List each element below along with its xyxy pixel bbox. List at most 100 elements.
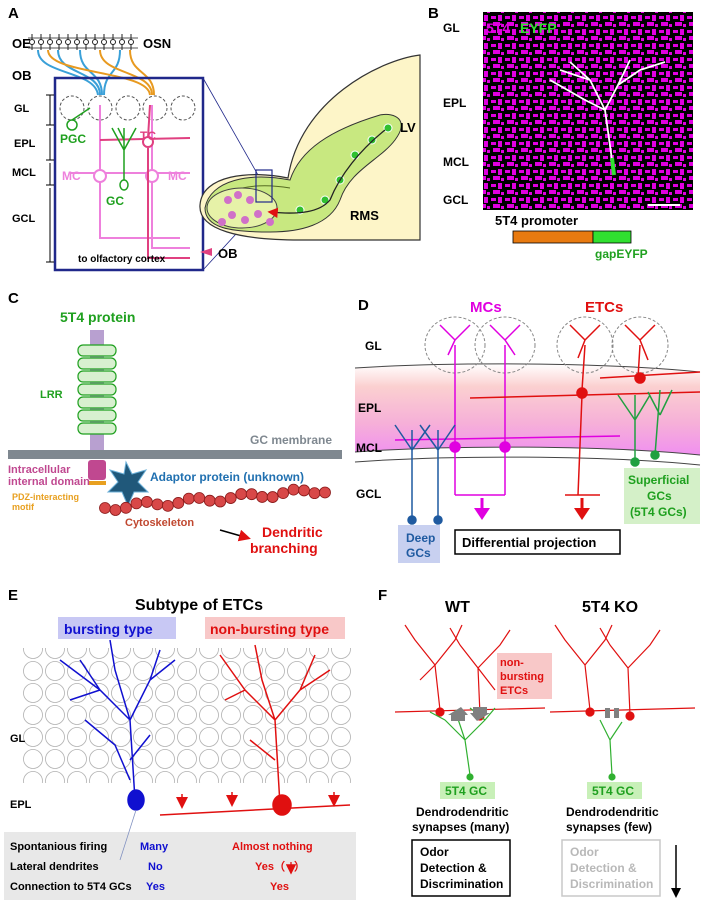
panel-c-letter: C	[8, 290, 19, 307]
svg-text:GCL: GCL	[443, 193, 468, 207]
nonbursting-box	[205, 617, 345, 639]
label-oe: OE	[12, 36, 31, 51]
cytoskeleton-bead	[277, 487, 289, 500]
projection-box	[454, 529, 621, 555]
svg-text:to olfactory cortex: to olfactory cortex	[78, 254, 166, 265]
cytoskeleton-bead	[161, 499, 174, 512]
sup-label-2: GCs	[647, 489, 672, 503]
layer-line-1	[354, 363, 701, 373]
svg-text:GC: GC	[106, 194, 124, 208]
branching-arrow	[219, 529, 251, 542]
glomeruli	[59, 95, 196, 121]
nonbursting-etcs-box	[497, 653, 552, 699]
osn-soma	[83, 39, 89, 45]
deep-gcs-label-2: GCs	[406, 546, 431, 560]
gc-membrane	[8, 450, 342, 459]
osn-soma	[47, 39, 53, 45]
brain-sketch	[199, 54, 421, 241]
etc-cells-d	[469, 324, 701, 496]
adaptor-label: Adaptor protein (unknown)	[150, 470, 304, 484]
osn-soma	[128, 39, 134, 45]
panel-e-gl: GL	[10, 733, 26, 745]
sup-label-3: (5T4 GCs)	[630, 505, 687, 519]
svg-text:GCL: GCL	[12, 213, 36, 225]
nb-label-2: bursting	[500, 671, 544, 683]
pdz-motif	[88, 481, 106, 485]
label-osn: OSN	[143, 36, 171, 51]
panel-f: F WT 5T4 KO non- bursting ETCs	[378, 587, 696, 898]
lrr-label: LRR	[40, 389, 63, 401]
layer-brackets	[46, 94, 54, 263]
panel-a-cell-labels: PGC TC MC MC GC to olfactory cortex	[60, 129, 187, 265]
ko-dd-1: Dendrodendritic	[566, 805, 659, 819]
nonbursting-etc	[159, 644, 351, 816]
svg-text:MC: MC	[62, 169, 81, 183]
cytoskeleton-bead	[182, 492, 195, 505]
promoter-label: 5T4 promoter	[495, 213, 578, 228]
osn-soma	[110, 39, 116, 45]
ko-odor-3: Discrimination	[570, 877, 653, 891]
panel-b: B 5T4 EYFP GL EPL MCL GCL 5T4 promoter g…	[428, 5, 693, 261]
panel-c: C 5T4 protein LRR GC membrane Intracellu…	[8, 290, 342, 556]
panel-a-brain-labels: LV RMS OB	[218, 120, 416, 261]
osn-soma	[92, 39, 98, 45]
svg-text:GCL: GCL	[356, 487, 381, 501]
cytoskeleton-label: Cytoskeleton	[125, 517, 194, 529]
svg-text:MCL: MCL	[12, 167, 36, 179]
svg-text:GL: GL	[365, 339, 382, 353]
bursting-etc	[59, 639, 176, 811]
label-eyfp: EYFP	[520, 20, 557, 36]
cytoskeleton-bead	[287, 483, 300, 496]
mitral-cells-d	[394, 324, 621, 496]
cytoskeleton-bead	[172, 497, 185, 509]
micrograph	[483, 12, 693, 210]
cytoskeleton-bead	[193, 492, 206, 504]
wt-title: WT	[445, 599, 470, 616]
superficial-gcs	[617, 389, 673, 467]
ko-gc	[599, 719, 623, 781]
bursting-box	[58, 617, 176, 639]
panel-e-title: Subtype of ETCs	[135, 597, 263, 614]
ko-title: 5T4 KO	[582, 599, 638, 616]
periglomerular-cell	[66, 107, 91, 131]
cytoskeleton-bead	[319, 486, 331, 499]
panel-e-epl: EPL	[10, 799, 32, 811]
panel-d-layers: GL EPL MCL GCL	[356, 339, 382, 501]
panel-a: A OE OSN OB GL EPL MCL G	[8, 5, 421, 272]
cytoskeleton-bead	[141, 496, 153, 508]
svg-text:Lateral dendrites: Lateral dendrites	[10, 861, 99, 873]
osn-cells	[29, 34, 134, 50]
nb-label-1: non-	[500, 657, 524, 669]
wt-gc-label: 5T4 GC	[445, 784, 487, 798]
intracellular-label-1: Intracellular	[8, 464, 71, 476]
gapeyfp-bar	[592, 230, 632, 244]
pdz-label-2: motif	[12, 502, 35, 512]
labeled-neuron	[549, 59, 666, 161]
svg-text:OB: OB	[218, 246, 238, 261]
promoter-bar	[512, 230, 594, 244]
nonbursting-label: non-bursting type	[210, 621, 329, 637]
panel-b-layers: GL EPL MCL GCL	[443, 21, 469, 207]
mcs-title: MCs	[470, 299, 502, 316]
projection-label: Differential projection	[462, 535, 596, 550]
panel-d: D MCs ETCs	[354, 297, 701, 563]
bursting-label: bursting type	[64, 621, 153, 637]
cytoskeleton-bead	[151, 498, 164, 511]
panel-d-letter: D	[358, 297, 369, 314]
svg-text:EPL: EPL	[358, 401, 381, 415]
svg-text:TC: TC	[140, 129, 156, 143]
dendritic-label-1: Dendritic	[262, 524, 323, 540]
wt-odor-3: Discrimination	[420, 877, 503, 891]
ko-dd-2: synapses (few)	[566, 820, 652, 834]
sup-label-1: Superficial	[628, 473, 689, 487]
ob-box	[53, 76, 205, 272]
osn-soma	[38, 39, 44, 45]
cytoskeleton-bead	[308, 487, 321, 500]
cytoskeleton-bead	[224, 492, 237, 504]
cytoskeleton-bead	[298, 484, 310, 497]
svg-text:RMS: RMS	[350, 208, 379, 223]
panel-e: E Subtype of ETCs bursting type non-burs…	[4, 587, 356, 900]
osn-soma	[56, 39, 62, 45]
svg-text:MCL: MCL	[443, 155, 469, 169]
wt-odor-2: Detection &	[420, 861, 487, 875]
